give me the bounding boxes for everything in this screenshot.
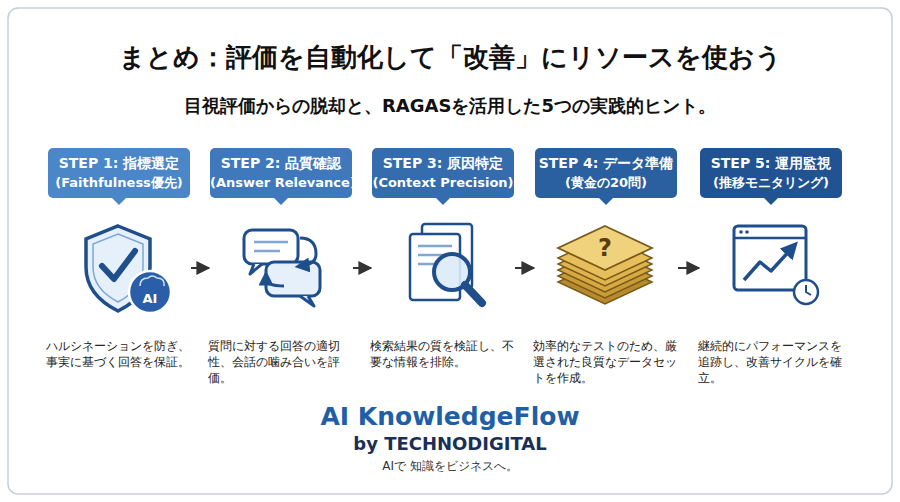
- shield-icon: [86, 226, 171, 313]
- step-description: 継続的にパフォーマンスを追跡し、改善サイクルを確立。: [698, 338, 850, 386]
- window-dot: [745, 230, 749, 234]
- window-dot: [739, 230, 743, 234]
- bubble-tail: [250, 264, 262, 274]
- check-mark: [102, 251, 135, 279]
- brain-lines: [140, 276, 164, 286]
- step-subtitle: (推移モニタリング): [700, 173, 842, 192]
- subtitle: 目視評価からの脱却と、RAGASを活用した5つの実践的ヒント。: [150, 95, 750, 117]
- clock-face: [794, 280, 818, 304]
- step-subtitle: (Context Precision): [372, 173, 514, 192]
- trend-line: [744, 248, 792, 280]
- step-description: ハルシネーションを防ぎ、事実に基づく回答を保証。: [46, 338, 198, 370]
- badge-text: AI: [0, 291, 450, 307]
- step-title: STEP 2: 品質確認: [210, 154, 352, 173]
- step-column: STEP 4: データ準備(黄金の20問)効率的なテストのため、厳選された良質な…: [535, 148, 677, 388]
- monitoring-icon: [734, 226, 818, 304]
- step-header-box: STEP 5: 運用監視(推移モニタリング): [700, 148, 842, 198]
- speech-bubble: [244, 230, 298, 264]
- step-description: 効率的なテストのため、厳選された良質なデータセットを作成。: [533, 338, 685, 386]
- step-title: STEP 5: 運用監視: [700, 154, 842, 173]
- step-title: STEP 3: 原因特定: [372, 154, 514, 173]
- step-column: STEP 1: 指標選定(Faithfulness優先)ハルシネーションを防ぎ、…: [48, 148, 190, 388]
- exchange-arrow: [300, 238, 316, 266]
- speech-bubble: [266, 262, 320, 296]
- step-description: 検索結果の質を検証し、不要な情報を排除。: [370, 338, 522, 370]
- bubble-line: [254, 250, 280, 253]
- step-column: STEP 3: 原因特定(Context Precision)検索結果の質を検証…: [372, 148, 514, 388]
- step-header-box: STEP 1: 指標選定(Faithfulness優先): [48, 148, 190, 198]
- flow-arrow: [353, 267, 371, 269]
- step-column: STEP 2: 品質確認(Answer Relevance)質問に対する回答の適…: [210, 148, 352, 388]
- chat-icon: [244, 230, 320, 306]
- step-column: STEP 5: 運用監視(推移モニタリング)継続的にパフォーマンスを追跡し、改善…: [700, 148, 842, 388]
- flow-arrow: [191, 267, 209, 269]
- step-subtitle: (Faithfulness優先): [48, 173, 190, 192]
- window-bar: [734, 237, 806, 240]
- step-subtitle: (黄金の20問): [535, 173, 677, 192]
- step-header-box: STEP 3: 原因特定(Context Precision): [372, 148, 514, 198]
- step-title: STEP 1: 指標選定: [48, 154, 190, 173]
- step-title: STEP 4: データ準備: [535, 154, 677, 173]
- document-line: [418, 245, 452, 248]
- step-header-box: STEP 2: 品質確認(Answer Relevance): [210, 148, 352, 198]
- magnifier-handle: [465, 285, 482, 303]
- exchange-arrow: [266, 278, 284, 286]
- diagram-title: まとめ：評価を自動化して「改善」にリソースを使おう: [0, 40, 900, 75]
- clock-hands: [806, 285, 811, 295]
- browser-window: [734, 226, 806, 290]
- bubble-tail: [300, 296, 314, 306]
- flow-arrow: [515, 267, 534, 269]
- step-header-box: STEP 4: データ準備(黄金の20問): [535, 148, 677, 198]
- step-description: 質問に対する回答の適切性、会話の噛み合いを評価。: [208, 338, 360, 386]
- outer-frame: [8, 8, 892, 494]
- brand-name: AI KnowledgeFlow: [150, 402, 750, 432]
- document-search-icon: [410, 224, 482, 303]
- step-subtitle: (Answer Relevance): [210, 173, 352, 192]
- card-symbol: ?: [305, 234, 900, 263]
- brand-tagline: AIで 知識をビジネスへ。: [150, 459, 750, 473]
- flow-arrow: [678, 267, 699, 269]
- brand-company: by TECHNODIGITAL: [150, 433, 750, 455]
- bubble-line: [254, 241, 288, 244]
